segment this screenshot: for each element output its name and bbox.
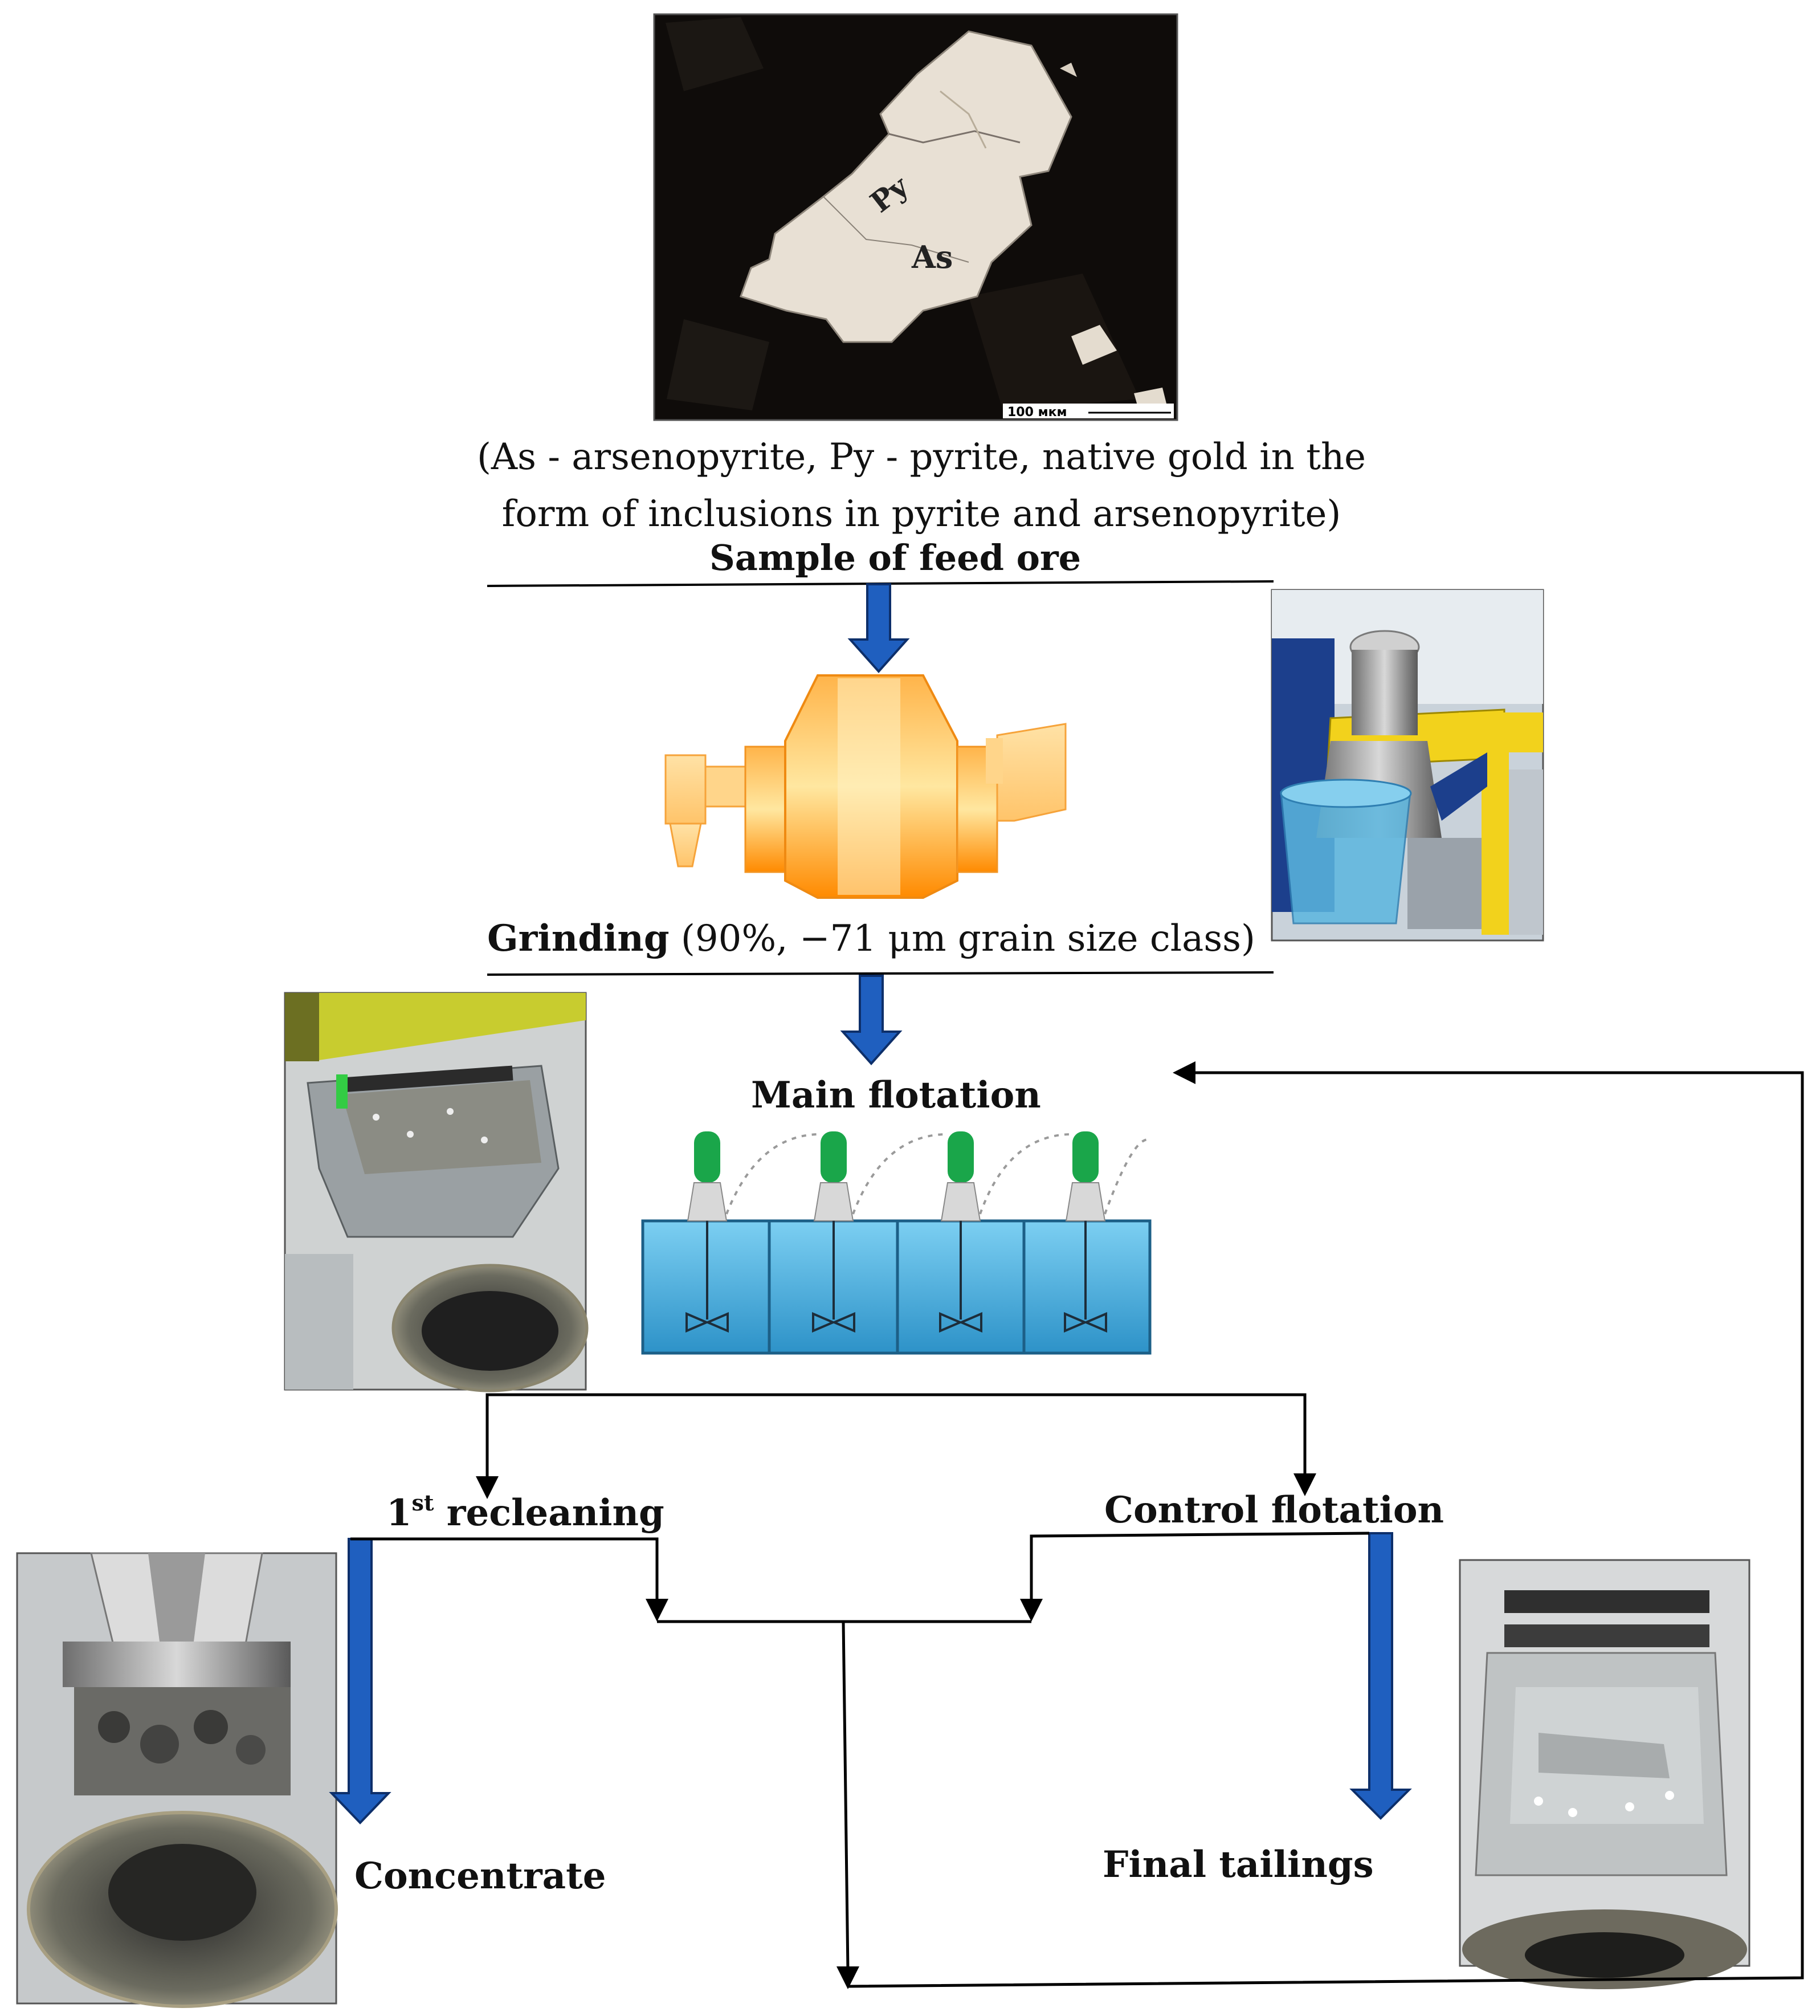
- line-middlings-down: [842, 1621, 850, 1972]
- micrograph-image: Py As 100 мкм: [653, 13, 1178, 421]
- label-recleaning-word: recleaning: [434, 1492, 664, 1534]
- arrow-to-concentrate: [329, 1538, 391, 1824]
- label-control-flotation: Control flotation: [1104, 1489, 1444, 1532]
- label-feed-ore: Sample of feed ore: [709, 537, 1082, 579]
- label-grinding-bold: Grinding: [487, 917, 670, 960]
- concentrate-photo: [16, 1552, 338, 2008]
- flotation-cell-3: [939, 1131, 982, 1333]
- line-recycle-return: [847, 1071, 1804, 1988]
- arrowhead-to-recleaning: [476, 1476, 499, 1499]
- ore-grain: [740, 30, 1072, 343]
- tailings-photo: [1459, 1559, 1750, 1989]
- caption-line-2: form of inclusions in pyrite and arsenop…: [501, 493, 1341, 535]
- scale-bar-label: 100 мкм: [1007, 405, 1067, 420]
- label-main-flotation: Main flotation: [751, 1074, 1041, 1117]
- label-final-tailings: Final tailings: [1103, 1843, 1374, 1886]
- arrowhead-return-to-flotation: [1173, 1061, 1195, 1084]
- label-grinding-detail: (90%, −71 μm grain size class): [669, 918, 1255, 960]
- arrow-to-final-tailings: [1349, 1532, 1412, 1820]
- label-grinding: Grinding (90%, −71 μm grain size class): [487, 918, 1255, 960]
- arrowhead-recleaning-down: [646, 1599, 668, 1622]
- line-recleaning-out: [350, 1537, 659, 1599]
- arrowhead-middlings-bottom: [836, 1966, 859, 1989]
- flotation-cell-2: [812, 1131, 855, 1333]
- line-control-out: [1030, 1532, 1370, 1599]
- flotation-machine-photo: [284, 992, 589, 1392]
- line-split-from-main-flotation: [485, 1393, 1307, 1477]
- label-recleaning: 1st recleaning: [386, 1492, 664, 1532]
- arsenopyrite-label: As: [911, 239, 953, 275]
- label-recleaning-num: 1: [386, 1492, 412, 1534]
- grinding-underline: [487, 971, 1274, 976]
- arrow-feed-to-grinding: [847, 583, 910, 674]
- caption-line-1: (As - arsenopyrite, Py - pyrite, native …: [476, 436, 1366, 478]
- ball-mill-illustration: [664, 674, 1067, 899]
- label-recleaning-sup: st: [411, 1490, 434, 1516]
- grinding-rig-photo: [1271, 589, 1544, 942]
- flotation-cells-illustration: [641, 1131, 1152, 1355]
- arrow-grinding-to-flotation: [840, 975, 903, 1066]
- arrowhead-control-down: [1020, 1599, 1043, 1622]
- flotation-cell-1: [685, 1131, 729, 1333]
- scale-bar-box: [1003, 404, 1174, 418]
- label-concentrate: Concentrate: [354, 1855, 606, 1897]
- flotation-cell-4: [1064, 1131, 1107, 1333]
- arrowhead-to-control: [1293, 1473, 1316, 1496]
